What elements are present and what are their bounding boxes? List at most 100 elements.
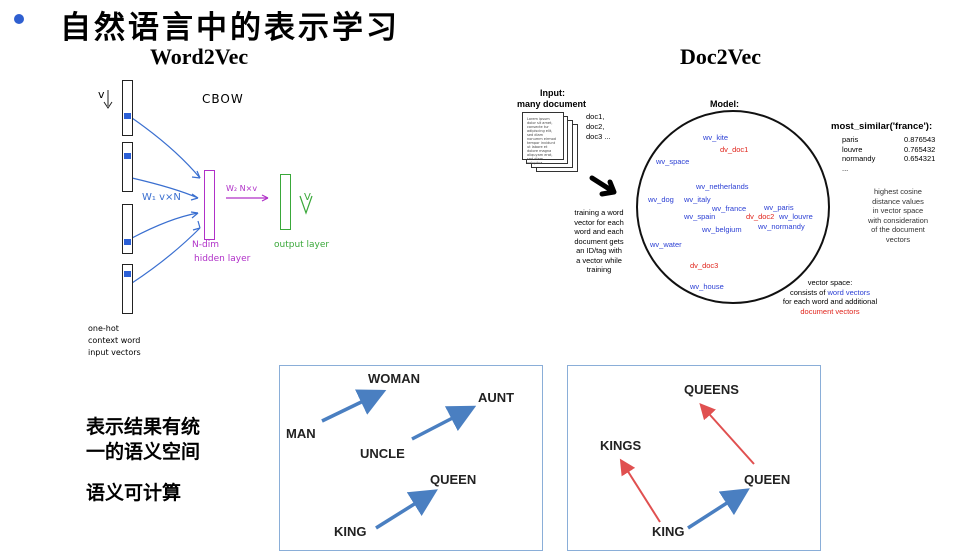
title-bullet xyxy=(14,14,24,24)
circle-word: wv_italy xyxy=(684,195,711,204)
input-vector-4 xyxy=(122,264,133,314)
cosine-note: highest cosine distance values in vector… xyxy=(852,187,944,244)
w2-label: W₂ N×v xyxy=(226,184,258,193)
slide-title: 自然语言中的表示学习 xyxy=(60,10,400,46)
circle-word: wv_water xyxy=(650,240,682,249)
similar-score: 0.654321 xyxy=(904,154,936,163)
most-similar-title: most_similar('france'): xyxy=(831,121,933,132)
v-label: v xyxy=(98,88,105,101)
similar-word: louvre xyxy=(842,144,863,154)
circle-word: wv_belgium xyxy=(702,225,742,234)
w1-label: W₁ v×N xyxy=(142,192,181,203)
hidden-label-2: hidden layer xyxy=(194,254,251,264)
input-vector-1 xyxy=(122,80,133,136)
circle-word: wv_space xyxy=(656,157,690,166)
note-line-1: 表示结果有统 xyxy=(86,416,201,438)
training-text-line: training a word xyxy=(574,208,624,217)
most-similar-row: louvre 0.765432 xyxy=(842,145,942,155)
circle-word: wv_normandy xyxy=(758,222,805,231)
circle-word: dv_doc1 xyxy=(720,145,749,154)
big-arrow-icon xyxy=(589,175,617,197)
similar-word: paris xyxy=(842,135,859,144)
word-queen: QUEEN xyxy=(430,472,477,487)
cbow-label: CBOW xyxy=(202,92,244,106)
word-king-right: KING xyxy=(652,524,685,539)
similar-score: 0.765432 xyxy=(904,144,936,154)
input-vector-3 xyxy=(122,204,133,254)
cosine-note-line: vectors xyxy=(885,234,911,244)
input-label-3: input vectors xyxy=(88,348,141,357)
cosine-note-line: highest cosine xyxy=(874,187,922,196)
word-vectors-highlight: word vectors xyxy=(827,287,871,297)
training-text-line: an ID/tag with xyxy=(576,246,622,255)
analogy-panel-left: MAN WOMAN UNCLE AUNT QUEEN KING xyxy=(279,365,543,551)
circle-word: wv_france xyxy=(712,204,747,213)
cbow-arrows xyxy=(103,90,313,284)
circle-word: dv_doc2 xyxy=(746,212,775,221)
circle-word: wv_netherlands xyxy=(696,182,749,191)
word-uncle: UNCLE xyxy=(360,446,405,461)
input-vector-2 xyxy=(122,142,133,192)
training-text-line: training xyxy=(586,265,612,274)
input-label-1: one-hot xyxy=(88,324,119,333)
circle-word: wv_kite xyxy=(703,133,729,142)
docs-label-2: doc2, xyxy=(586,122,605,131)
circle-word: wv_house xyxy=(690,282,724,291)
circle-word: wv_spain xyxy=(684,212,716,221)
circle-word: dv_doc3 xyxy=(690,261,719,270)
training-text-line: vector for each xyxy=(574,217,624,227)
input-title-line-2: many document xyxy=(517,99,587,109)
training-text: training a word vector for each word and… xyxy=(562,208,636,275)
word-king: KING xyxy=(334,524,367,539)
word-queen-right: QUEEN xyxy=(744,472,791,487)
output-layer-vector xyxy=(280,174,291,230)
analogy-panel-right: QUEENS KINGS QUEEN KING xyxy=(567,365,821,551)
word2vec-title: Word2Vec xyxy=(150,44,249,69)
similar-word: normandy xyxy=(842,154,876,163)
document-vectors-highlight: document vectors xyxy=(800,306,860,316)
vector-space-note-line: consists of word vectors xyxy=(772,288,888,298)
training-text-line: word and each xyxy=(574,227,624,236)
word-aunt: AUNT xyxy=(478,390,515,405)
output-label: output layer xyxy=(274,240,330,250)
word-queens: QUEENS xyxy=(684,382,739,397)
vector-space-note: vector space: consists of word vectors f… xyxy=(772,278,888,316)
input-label-2: context word xyxy=(88,336,141,345)
hidden-label-1: N-dim xyxy=(192,240,219,250)
vector-space-note-line: for each word and additional xyxy=(782,297,878,306)
analogy-arrows-left xyxy=(321,389,477,530)
docs-label-1: doc1, xyxy=(586,112,605,121)
cosine-note-line: with consideration xyxy=(867,215,929,225)
docs-label-3: doc3 ... xyxy=(586,132,611,141)
most-similar-row: paris 0.876543 xyxy=(842,135,942,145)
hidden-layer-vector xyxy=(204,170,215,240)
note-line-2: 一的语义空间 xyxy=(86,441,201,463)
model-title: Model: xyxy=(710,99,739,109)
cosine-note-line: in vector space xyxy=(872,206,924,215)
vector-space-circle xyxy=(636,110,830,304)
document-stack-icon: Lorem ipsum dolor sit amet, consecte tur… xyxy=(522,112,582,172)
input-title: Input: xyxy=(540,88,565,99)
training-text-line: document gets xyxy=(574,236,624,246)
most-similar-table: paris 0.876543 louvre 0.765432 normandy … xyxy=(842,135,942,173)
word-woman: WOMAN xyxy=(368,371,420,386)
cbow-diagram: v CBOW W₁ v×N W₂ N×v V N-dim hidden laye… xyxy=(80,78,360,368)
circle-word: wv_dog xyxy=(648,195,674,204)
similar-score: 0.876543 xyxy=(904,135,936,144)
word-man: MAN xyxy=(286,426,316,441)
doc2vec-title: Doc2Vec xyxy=(680,44,762,69)
analogy-arrows-right xyxy=(619,403,755,530)
most-similar-row: normandy 0.654321 xyxy=(842,154,942,164)
vector-space-note-line: vector space: xyxy=(807,278,853,287)
vector-space-note-text: consists of xyxy=(789,287,828,297)
training-text-line: a vector while xyxy=(576,255,622,265)
circle-word: wv_louvre xyxy=(779,212,813,221)
cosine-note-line: of the document xyxy=(871,225,925,234)
word-kings: KINGS xyxy=(600,438,642,453)
input-title-line-1: Input: xyxy=(540,88,565,98)
most-similar-more: ... xyxy=(842,163,849,173)
circle-word: wv_paris xyxy=(764,203,794,212)
out-v-label: V xyxy=(304,192,311,203)
cosine-note-line: distance values xyxy=(872,196,924,206)
note-line-3: 语义可计算 xyxy=(86,482,182,504)
